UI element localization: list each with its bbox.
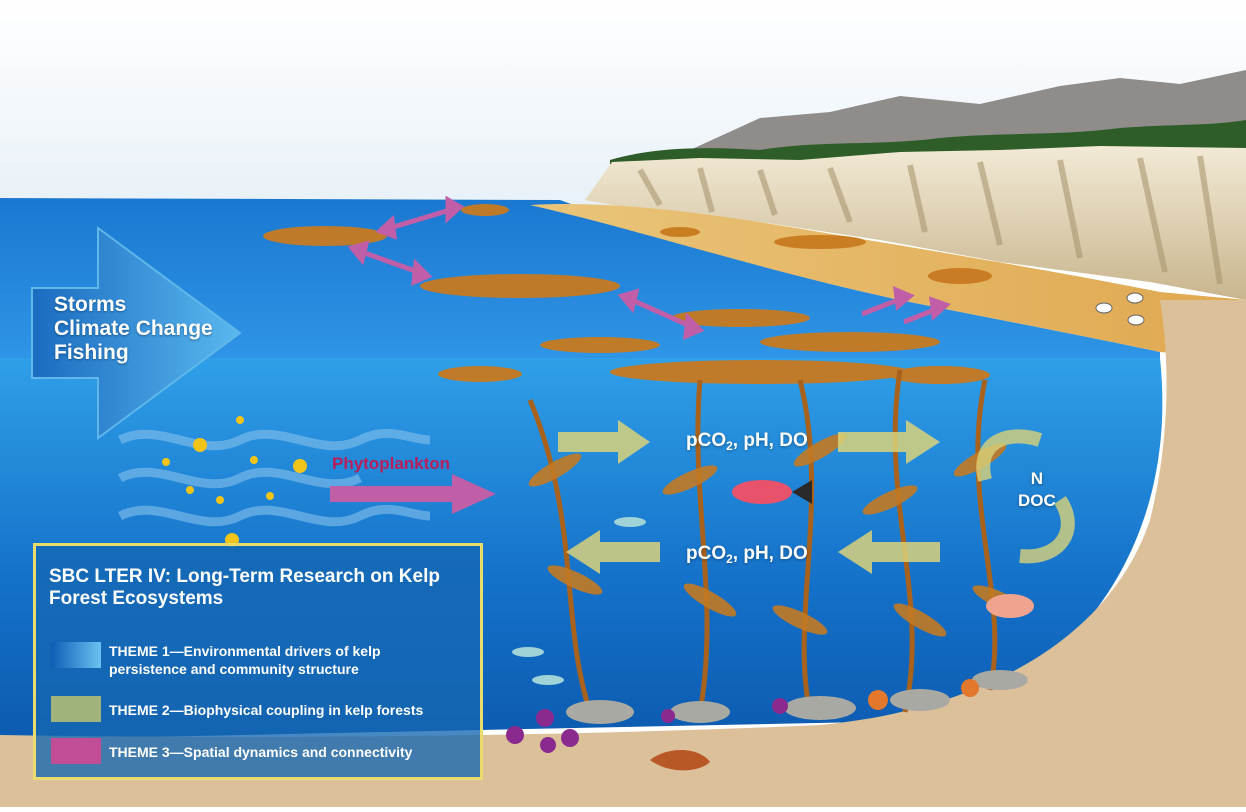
sea-urchins <box>506 698 788 753</box>
theme-1-text: THEME 1—Environmental drivers of kelp pe… <box>109 643 381 677</box>
theme-1-swatch <box>51 642 101 668</box>
theme-2-text: THEME 2—Biophysical coupling in kelp for… <box>109 702 424 718</box>
cliff-shadows <box>637 155 1223 285</box>
beach <box>530 204 1246 360</box>
nutrient-cycle-label: N DOC <box>1018 468 1056 512</box>
phytoplankton-cells <box>162 416 307 547</box>
nutrient-cycle-arrows <box>976 429 1075 564</box>
label-doc: DOC <box>1018 491 1056 510</box>
biophysical-arrows <box>558 420 940 574</box>
legend-title: SBC LTER IV: Long-Term Research on Kelp … <box>49 566 440 609</box>
drivers-arrow <box>31 226 242 440</box>
driver-climate-change: Climate Change <box>54 317 213 340</box>
flux-label-top: pCO2, pH, DO <box>686 430 808 453</box>
flux-label-bottom: pCO2, pH, DO <box>686 543 808 566</box>
kelp-surface-mats <box>263 204 992 384</box>
theme-3-swatch <box>51 738 101 764</box>
lobster <box>650 750 710 771</box>
phytoplankton-label: Phytoplankton <box>332 454 451 473</box>
label-n: N <box>1030 469 1044 488</box>
cliffs <box>585 146 1246 300</box>
fish <box>512 480 1034 685</box>
theme-3-text: THEME 3—Spatial dynamics and connectivit… <box>109 744 413 760</box>
driver-fishing: Fishing <box>54 341 129 364</box>
connectivity-arrows <box>347 195 951 340</box>
legend-box: SBC LTER IV: Long-Term Research on Kelp … <box>33 543 483 780</box>
phytoplankton-cluster <box>117 428 431 527</box>
theme-2-swatch <box>51 696 101 722</box>
sea-stars <box>868 679 979 710</box>
driver-storms: Storms <box>54 293 127 316</box>
phytoplankton-arrow <box>330 474 496 514</box>
shorebirds <box>1095 292 1145 326</box>
drivers-label: Storms Climate Change Fishing <box>54 293 213 365</box>
seafloor-rocks <box>566 670 1028 724</box>
